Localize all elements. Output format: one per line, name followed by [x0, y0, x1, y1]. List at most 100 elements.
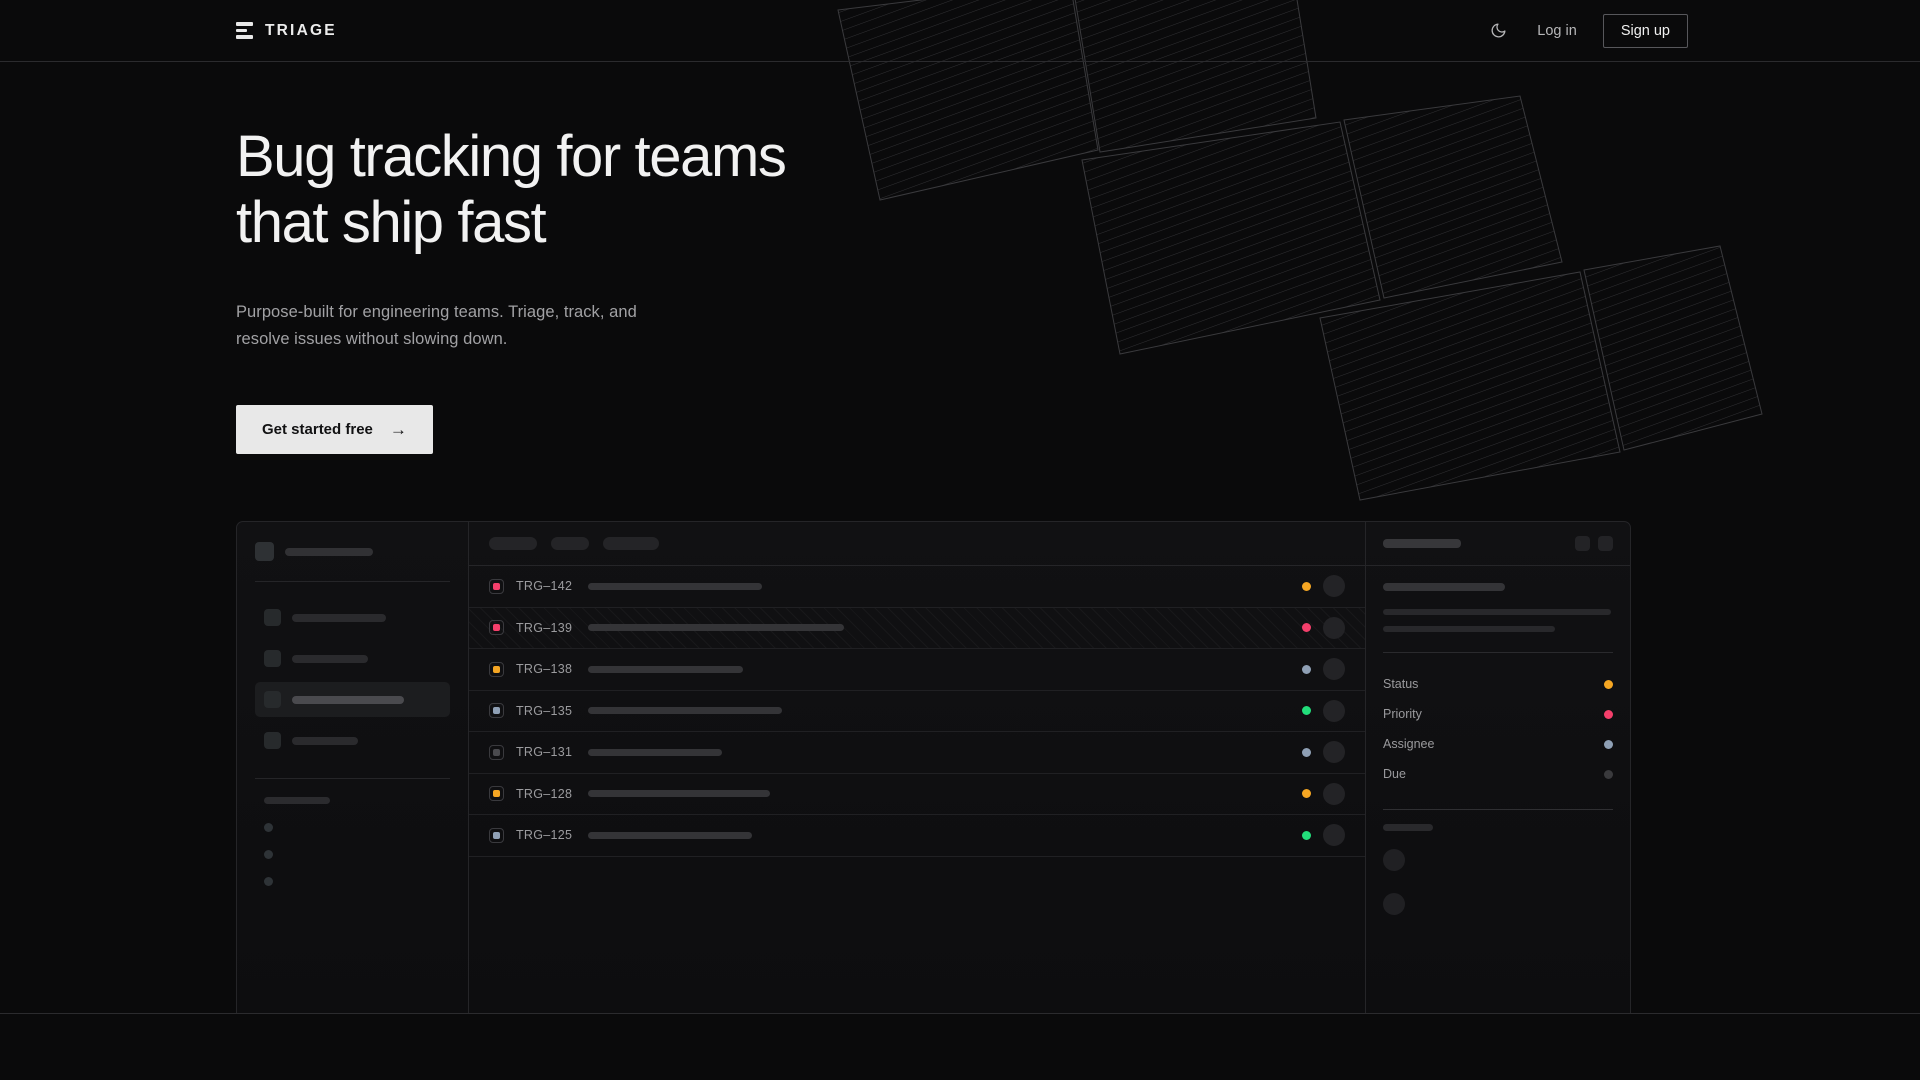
detail-meta-label: Due	[1383, 767, 1406, 781]
detail-header-actions	[1575, 536, 1613, 551]
workspace-square-icon	[255, 542, 274, 561]
table-row[interactable]: TRG–128	[469, 774, 1365, 815]
priority-indicator	[489, 578, 504, 594]
login-link[interactable]: Log in	[1537, 22, 1577, 39]
issue-title-placeholder	[588, 582, 762, 590]
sidebar-sub-item-2[interactable]	[255, 868, 450, 895]
filter-chip-0[interactable]	[489, 537, 537, 550]
priority-indicator	[489, 703, 504, 719]
workspace-name-placeholder	[285, 547, 373, 556]
sidebar-nav-item-3[interactable]	[255, 723, 450, 758]
priority-indicator	[489, 786, 504, 802]
priority-indicator	[489, 620, 504, 636]
issue-title-placeholder	[588, 790, 770, 798]
table-row[interactable]: TRG–125	[469, 815, 1365, 857]
issue-title-placeholder	[588, 707, 782, 715]
cta-label: Get started free	[262, 420, 373, 438]
sidebar-sub-item-0[interactable]	[255, 814, 450, 841]
sidebar-nav	[255, 600, 450, 758]
header-nav: Log in Sign up	[1485, 13, 1688, 48]
table-row[interactable]: TRG–139	[469, 607, 1365, 649]
nav-square-icon	[264, 609, 281, 626]
filter-chip-2[interactable]	[603, 537, 659, 550]
issue-row-meta	[1302, 658, 1345, 681]
detail-issue-title-placeholder	[1383, 583, 1505, 591]
sidebar-nav-item-2[interactable]	[255, 682, 450, 717]
detail-title-placeholder	[1383, 539, 1461, 548]
status-dot	[1302, 706, 1311, 716]
detail-description-placeholder	[1383, 609, 1613, 632]
issue-id: TRG–135	[516, 703, 573, 718]
avatar	[1323, 658, 1345, 681]
detail-body-line-1	[1383, 626, 1555, 632]
sidebar-nav-label-placeholder	[292, 695, 404, 704]
sidebar-nav-item-1[interactable]	[255, 641, 450, 676]
avatar	[1383, 849, 1405, 871]
decorative-hatch-panels	[820, 0, 1920, 520]
status-dot	[1302, 747, 1311, 757]
brand-logo[interactable]: TRIAGE	[236, 22, 337, 40]
nav-square-icon	[264, 650, 281, 667]
table-row[interactable]: TRG–135	[469, 691, 1365, 732]
avatar	[1323, 782, 1345, 805]
page-title: Bug tracking for teams that ship fast	[236, 124, 787, 255]
avatar	[1323, 616, 1345, 639]
hero-section: Bug tracking for teams that ship fast Pu…	[236, 124, 787, 454]
bullet-icon	[264, 823, 273, 832]
detail-meta-value-dot	[1604, 679, 1613, 689]
status-dot	[1302, 830, 1311, 840]
issue-list-toolbar	[469, 522, 1365, 566]
detail-meta-status[interactable]: Status	[1383, 669, 1613, 699]
more-icon[interactable]	[1598, 536, 1613, 551]
detail-meta-label: Priority	[1383, 707, 1422, 721]
table-row[interactable]: TRG–142	[469, 566, 1365, 608]
sidebar-nav-label-placeholder	[292, 654, 368, 663]
sidebar-sub-items	[255, 814, 450, 895]
issue-title-placeholder	[588, 748, 722, 756]
sidebar-divider-2	[255, 778, 450, 779]
detail-divider-2	[1383, 809, 1613, 810]
table-row[interactable]: TRG–138	[469, 649, 1365, 691]
priority-indicator	[489, 827, 504, 843]
bullet-icon	[264, 877, 273, 886]
sidebar-divider	[255, 581, 450, 582]
detail-meta-value-dot	[1604, 739, 1613, 749]
activity-avatars	[1383, 849, 1613, 915]
page-bottom-divider	[0, 1013, 1920, 1014]
detail-meta-priority[interactable]: Priority	[1383, 699, 1613, 729]
detail-divider	[1383, 652, 1613, 653]
table-row[interactable]: TRG–131	[469, 732, 1365, 774]
activity-label-placeholder	[1383, 824, 1433, 831]
issue-id: TRG–125	[516, 828, 573, 843]
signup-button[interactable]: Sign up	[1602, 13, 1688, 48]
sidebar-sub-item-1[interactable]	[255, 841, 450, 868]
issue-id: TRG–138	[516, 662, 573, 677]
detail-meta-due[interactable]: Due	[1383, 759, 1613, 789]
triage-bars-icon	[236, 22, 253, 39]
filter-chip-1[interactable]	[551, 537, 589, 550]
issue-title-placeholder	[588, 624, 844, 632]
sidebar-nav-item-0[interactable]	[255, 600, 450, 635]
nav-square-icon	[264, 732, 281, 749]
moon-icon[interactable]	[1485, 18, 1511, 44]
issue-row-meta	[1302, 741, 1345, 764]
status-dot	[1302, 623, 1311, 633]
brand-name: TRIAGE	[265, 21, 337, 39]
workspace-switcher[interactable]	[255, 542, 450, 561]
avatar	[1323, 824, 1345, 847]
mockup-sidebar	[237, 522, 469, 1013]
detail-meta-assignee[interactable]: Assignee	[1383, 729, 1613, 759]
get-started-button[interactable]: Get started free →	[236, 404, 433, 454]
bullet-icon	[264, 850, 273, 859]
detail-meta-label: Assignee	[1383, 737, 1435, 751]
site-header: TRIAGE Log in Sign up	[0, 0, 1920, 62]
hero-subhead: Purpose-built for engineering teams. Tri…	[236, 303, 637, 348]
arrow-right-icon: →	[389, 419, 407, 439]
detail-body-line-0	[1383, 609, 1611, 615]
expand-icon[interactable]	[1575, 536, 1590, 551]
